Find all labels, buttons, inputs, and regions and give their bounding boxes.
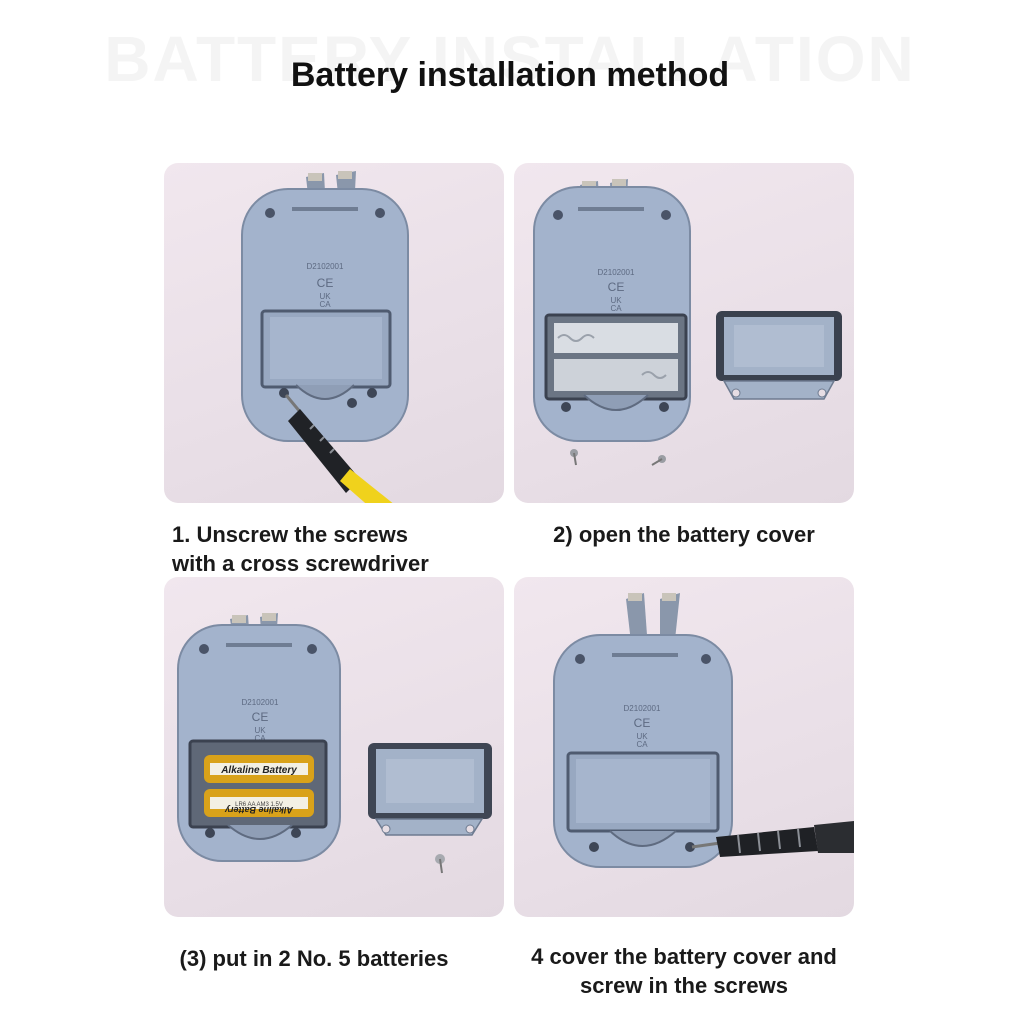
loose-screw-icon (651, 455, 666, 466)
screw-icon (685, 842, 695, 852)
step-2-caption-line-1: 2) open the battery cover (553, 522, 815, 547)
screw-icon (375, 208, 385, 218)
battery-icon: LR6 AA AM3 1.5V Alkaline Battery (204, 789, 314, 817)
step-1-caption: 1. Unscrew the screws with a cross screw… (172, 520, 429, 578)
removed-battery-cover (716, 311, 842, 400)
step-4-caption-line-2: screw in the screws (580, 973, 788, 998)
screwdriver-icon (691, 821, 854, 857)
step-1-caption-line-1: 1. Unscrew the screws (172, 522, 409, 547)
title-watermark: BATTERY INSTALLATION (104, 23, 916, 95)
model-number: D2102001 (598, 268, 635, 277)
screw-icon (367, 388, 377, 398)
model-number: D2102001 (307, 262, 344, 271)
ukca-mark-bottom: CA (610, 304, 622, 313)
ce-mark: CE (252, 710, 269, 724)
step-4-caption-line-1: 4 cover the battery cover and (531, 944, 837, 969)
battery-small-print: LR6 AA AM3 1.5V (235, 802, 283, 808)
battery-icon: Alkaline Battery (204, 755, 314, 783)
removed-battery-cover (368, 743, 492, 836)
screw-icon (553, 210, 563, 220)
loose-screw-icon (570, 449, 578, 466)
loose-screw-icon (435, 854, 445, 874)
ukca-mark-top: UK (610, 296, 622, 305)
screw-icon (589, 842, 599, 852)
model-number: D2102001 (624, 704, 661, 713)
ukca-mark-top: UK (254, 726, 266, 735)
step-4-photo: D2102001 CE UK CA (514, 577, 854, 917)
screw-icon (575, 654, 585, 664)
ce-mark: CE (608, 280, 625, 294)
ukca-mark-bottom: CA (636, 740, 648, 749)
ukca-mark-top: UK (636, 732, 648, 741)
ce-mark: CE (317, 276, 334, 290)
step-1-photo: D2102001 CE UK CA (164, 163, 504, 503)
screwdriver-icon (284, 394, 393, 503)
screw-icon (659, 402, 669, 412)
screw-icon (661, 210, 671, 220)
screw-icon (265, 208, 275, 218)
step-1-caption-line-2: with a cross screwdriver (172, 551, 429, 576)
step-3-photo: D2102001 CE UK CA Alkaline Battery LR6 A… (164, 577, 504, 917)
step-3-caption: (3) put in 2 No. 5 batteries (164, 944, 464, 973)
step-3-caption-line-1: (3) put in 2 No. 5 batteries (179, 946, 449, 971)
ukca-mark-bottom: CA (319, 300, 331, 309)
ukca-mark-top: UK (319, 292, 331, 301)
step-4-caption: 4 cover the battery cover and screw in t… (514, 942, 854, 1000)
screw-icon (205, 828, 215, 838)
model-number: D2102001 (242, 698, 279, 707)
page-title: Battery installation method (290, 56, 730, 94)
screw-icon (561, 402, 571, 412)
screw-icon (701, 654, 711, 664)
screw-icon (347, 398, 357, 408)
step-2-photo: D2102001 CE UK CA (514, 163, 854, 503)
battery-label: Alkaline Battery (220, 765, 297, 776)
step-2-caption: 2) open the battery cover (514, 520, 854, 549)
screw-icon (307, 644, 317, 654)
screw-icon (291, 828, 301, 838)
battery-label: Alkaline Battery (224, 805, 294, 815)
ukca-mark-bottom: CA (254, 734, 266, 743)
ce-mark: CE (634, 716, 651, 730)
screw-icon (199, 644, 209, 654)
